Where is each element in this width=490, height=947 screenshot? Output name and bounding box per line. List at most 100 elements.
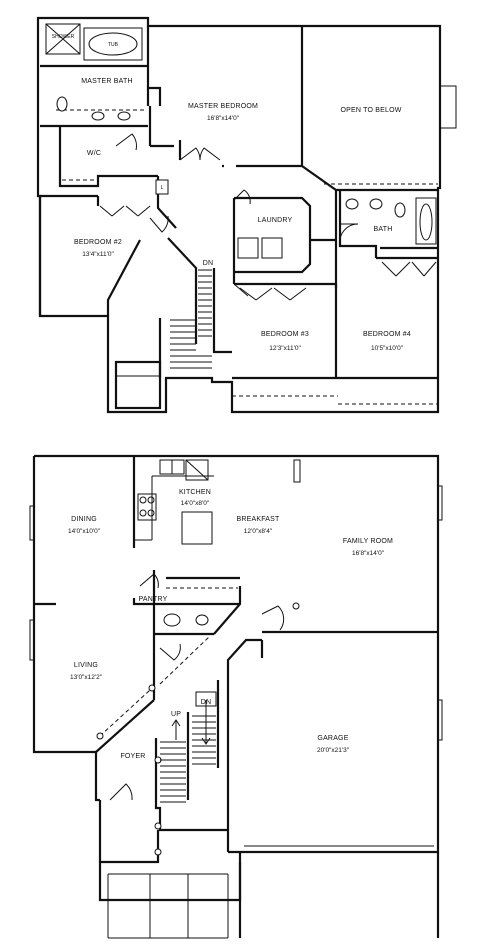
garage-size: 20'0"x21'3" bbox=[317, 747, 350, 754]
bedroom-4-label: BEDROOM #4 bbox=[363, 331, 411, 338]
living-walls bbox=[34, 602, 156, 753]
shower-label: SHOWER bbox=[52, 34, 75, 40]
column-6 bbox=[292, 602, 300, 610]
wic-door bbox=[115, 133, 137, 151]
master-bedroom-size: 16'8"x14'0" bbox=[207, 115, 240, 122]
upper-balcony-line-1 bbox=[232, 395, 438, 405]
master-bath-label: MASTER BATH bbox=[81, 78, 132, 85]
family-window bbox=[438, 485, 443, 521]
dining-label: DINING bbox=[71, 516, 97, 523]
bath-toilet bbox=[394, 202, 406, 218]
powder-toilet bbox=[163, 613, 181, 627]
burner-2 bbox=[147, 496, 155, 504]
column-2 bbox=[148, 684, 156, 692]
living-window bbox=[29, 619, 34, 661]
upper-stair-treads bbox=[170, 269, 212, 369]
powder-door bbox=[159, 643, 181, 661]
bath-sink-left bbox=[345, 198, 359, 210]
master-sink-right bbox=[117, 111, 131, 121]
column-5 bbox=[154, 848, 162, 856]
living-label: LIVING bbox=[74, 662, 98, 669]
master-bedroom-double-door bbox=[179, 147, 221, 161]
laundry-door bbox=[233, 189, 251, 205]
garage-driveway bbox=[238, 852, 440, 938]
linen-closet bbox=[155, 179, 169, 195]
open-to-below-label: OPEN TO BELOW bbox=[340, 107, 401, 114]
bedroom-4-closet-doors bbox=[381, 261, 437, 277]
pantry-walls bbox=[152, 570, 242, 668]
burner-4 bbox=[147, 509, 155, 517]
tub-label: TUB bbox=[108, 42, 119, 48]
kitchen-label: KITCHEN bbox=[179, 489, 211, 496]
linen-label: L bbox=[161, 185, 164, 191]
column-4 bbox=[154, 822, 162, 830]
family-garage-walls bbox=[226, 630, 438, 852]
bedroom-3-door bbox=[233, 283, 249, 297]
dishwasher-diagonal bbox=[185, 459, 209, 481]
bedroom-2-label: BEDROOM #2 bbox=[74, 239, 122, 246]
upper-floor-outer-wall bbox=[36, 16, 442, 414]
kitchen-counter bbox=[134, 475, 214, 541]
bedroom-3-size: 12'3"x11'0" bbox=[269, 345, 301, 352]
bath-tub-basin bbox=[419, 203, 433, 241]
upper-stair-label: DN bbox=[203, 260, 214, 267]
upper-floor-plan: SHOWER TUB MASTER BATH W/C MASTER BEDROO… bbox=[36, 16, 457, 414]
dining-size: 14'0"x10'0" bbox=[68, 528, 101, 535]
stair-down-label: DN bbox=[201, 699, 212, 706]
breakfast-size: 12'0"x8'4" bbox=[244, 528, 273, 535]
lower-floor-plan: KITCHEN 14'0"x8'0" BREAKFAST 12'0"x8'4" … bbox=[29, 454, 443, 939]
tub-basin bbox=[88, 32, 138, 56]
wic-label: W/C bbox=[87, 150, 101, 157]
bedroom-2-door bbox=[149, 215, 169, 233]
family-room-label: FAMILY ROOM bbox=[343, 538, 393, 545]
column-1 bbox=[96, 732, 104, 740]
bath-label: BATH bbox=[374, 226, 393, 233]
master-sink-left bbox=[91, 111, 105, 121]
breakfast-label: BREAKFAST bbox=[236, 516, 280, 523]
front-door bbox=[109, 783, 133, 801]
bedroom-3-closet-doors bbox=[239, 287, 307, 301]
master-toilet bbox=[56, 96, 68, 112]
upper-window-right bbox=[440, 85, 457, 129]
pantry-door bbox=[139, 573, 159, 589]
washer bbox=[237, 237, 259, 259]
bedroom-2-closet-doors bbox=[99, 205, 151, 217]
stair-up-label: UP bbox=[171, 711, 181, 718]
right-wing-walls bbox=[301, 165, 438, 288]
garage-entry-door bbox=[261, 605, 285, 631]
bedroom-3-label: BEDROOM #3 bbox=[261, 331, 309, 338]
burner-1 bbox=[139, 496, 147, 504]
bedroom-3-4-walls bbox=[232, 256, 438, 380]
kitchen-dining-walls bbox=[132, 456, 154, 606]
refrigerator-nook bbox=[293, 459, 301, 483]
family-room-size: 16'8"x14'0" bbox=[352, 550, 385, 557]
pantry-label: PANTRY bbox=[139, 596, 168, 603]
powder-sink bbox=[195, 614, 209, 626]
bath-door bbox=[339, 223, 359, 245]
laundry-walls bbox=[232, 196, 336, 284]
living-foyer-dashed-diagonal bbox=[99, 635, 211, 737]
dining-window bbox=[29, 505, 34, 541]
porch-walls bbox=[98, 800, 242, 902]
lower-stair-treads bbox=[160, 691, 217, 803]
kitchen-island bbox=[181, 511, 213, 545]
dryer bbox=[261, 237, 283, 259]
master-bath-counter bbox=[56, 109, 146, 127]
garage-window bbox=[438, 699, 443, 741]
foyer-label: FOYER bbox=[120, 753, 145, 760]
living-size: 13'0"x12'2" bbox=[70, 674, 103, 681]
bedroom-2-size: 13'4"x11'0" bbox=[82, 251, 114, 258]
shower-diagonals bbox=[45, 23, 81, 55]
kitchen-size: 14'0"x8'0" bbox=[181, 500, 210, 507]
laundry-label: LAUNDRY bbox=[258, 217, 293, 224]
upper-roof-box bbox=[114, 360, 162, 410]
garage-label: GARAGE bbox=[317, 735, 348, 742]
bath-sink-right bbox=[369, 198, 383, 210]
porch-pavers bbox=[107, 873, 229, 939]
bedroom-4-size: 10'5"x10'0" bbox=[371, 345, 404, 352]
master-bedroom-walls bbox=[148, 26, 304, 168]
lower-stair-walls bbox=[154, 680, 228, 832]
master-bedroom-label: MASTER BEDROOM bbox=[188, 103, 258, 110]
